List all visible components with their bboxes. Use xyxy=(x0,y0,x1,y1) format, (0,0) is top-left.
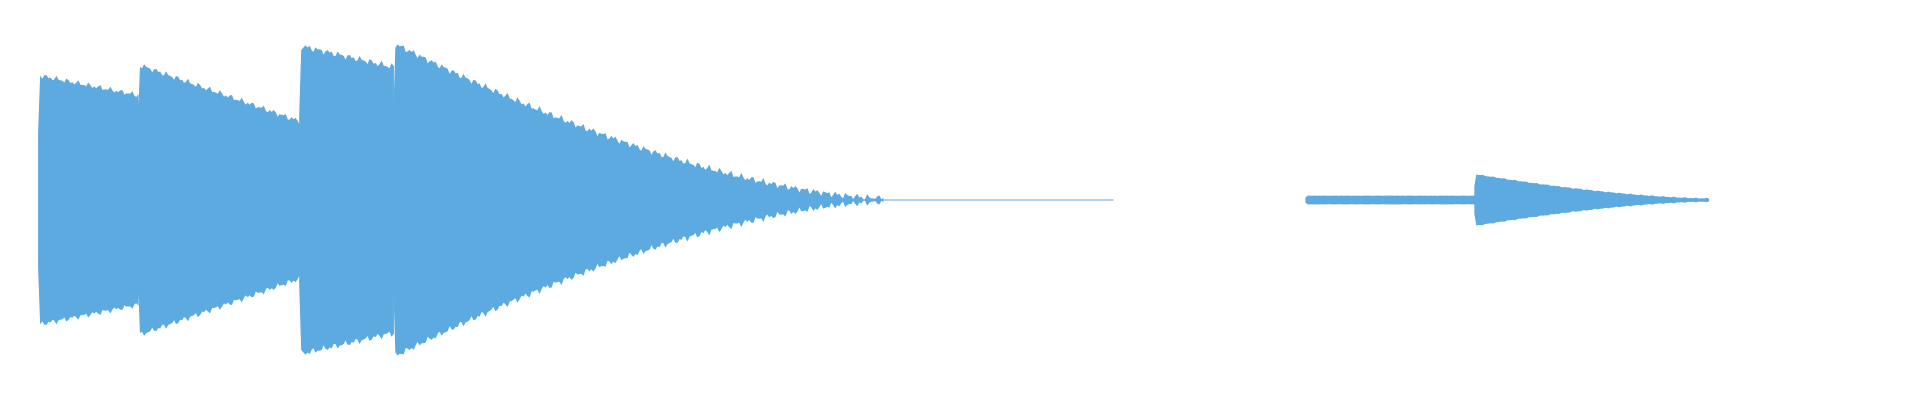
waveform-envelopes xyxy=(38,44,1710,356)
waveform-segment-blip-ramp xyxy=(1474,174,1710,226)
waveform-segment-note-3 xyxy=(299,45,394,355)
waveform-segment-note-4 xyxy=(393,44,884,356)
waveform-segment-note-2 xyxy=(137,64,300,336)
waveform-segment-blip-low xyxy=(1305,195,1475,205)
waveform-segment-note-1 xyxy=(38,75,139,325)
